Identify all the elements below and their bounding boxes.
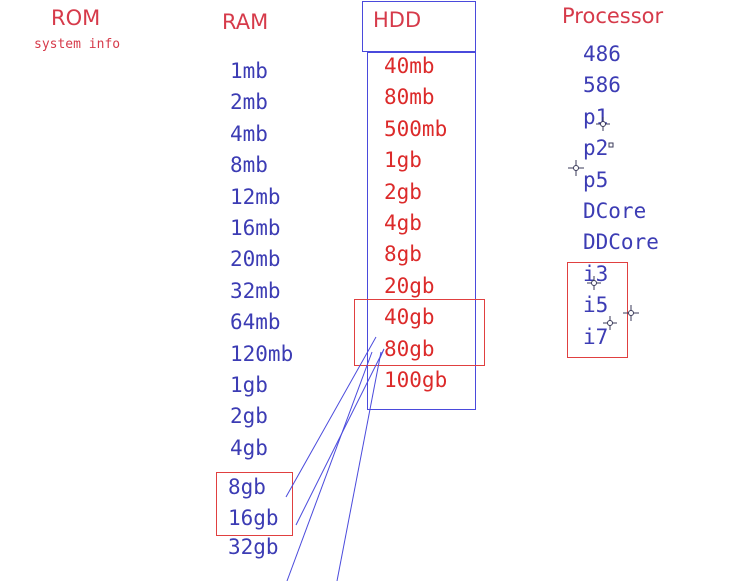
processor-item: i3 — [583, 261, 609, 286]
ram-item: 2mb — [230, 90, 268, 115]
hdd-selection-box — [354, 299, 485, 366]
ram-header: RAM — [222, 10, 269, 34]
ram-item: 4mb — [230, 121, 268, 146]
processor-item: 486 — [583, 42, 621, 66]
ram-item: 32gb — [228, 534, 279, 559]
hdd-item: 1gb — [384, 148, 422, 173]
ram-list-continued: 8gb 16gb 32gb — [228, 475, 279, 568]
crosshair-cursor-icon — [568, 160, 584, 176]
ram-item: 1gb — [230, 372, 268, 397]
hdd-header-box — [362, 1, 476, 52]
arrow-stroke — [286, 351, 373, 581]
hdd-item: 40gb — [384, 305, 435, 330]
processor-item: DCore — [583, 198, 647, 223]
processor-item: i5 — [583, 293, 609, 318]
hdd-item: 500mb — [384, 116, 448, 141]
hdd-item: 40mb — [384, 54, 435, 78]
rom-subtitle: system info — [34, 37, 121, 52]
hdd-item: 2gb — [384, 179, 422, 204]
ram-item: 12mb — [230, 184, 281, 209]
processor-list: 486 586 p1 p2 p5 DCore DDCore i3 i5 i7 — [583, 42, 659, 358]
hdd-list: 40mb 80mb 500mb 1gb 2gb 4gb 8gb 20gb 40g… — [384, 54, 448, 401]
processor-item: 586 — [583, 73, 621, 98]
ram-item: 64mb — [230, 310, 281, 335]
ram-item: 32mb — [230, 278, 281, 303]
hdd-item: 100gb — [384, 367, 448, 392]
ram-item: 8mb — [230, 153, 268, 178]
hdd-item: 80gb — [384, 336, 435, 361]
ram-item: 8gb — [228, 475, 266, 499]
ram-item: 2gb — [230, 404, 268, 429]
ram-list: 1mb 2mb 4mb 8mb 12mb 16mb 20mb 32mb 64mb… — [230, 59, 294, 469]
hdd-header: HDD — [373, 8, 422, 32]
ram-item: 16gb — [228, 506, 279, 531]
ram-item: 20mb — [230, 247, 281, 272]
hdd-item: 4gb — [384, 210, 422, 235]
hdd-item: 80mb — [384, 85, 435, 110]
hdd-item: 20gb — [384, 273, 435, 298]
processor-item: i7 — [583, 324, 609, 349]
ram-item: 120mb — [230, 341, 294, 366]
hdd-item: 8gb — [384, 242, 422, 267]
ram-item: 4gb — [230, 435, 268, 460]
processor-header: Processor — [562, 4, 664, 28]
rom-header: ROM — [51, 6, 101, 30]
ram-item: 1mb — [230, 59, 268, 83]
ram-item: 16mb — [230, 215, 281, 240]
processor-item: p5 — [583, 167, 609, 192]
processor-item: p2 — [583, 136, 609, 161]
processor-item: DDCore — [583, 230, 659, 255]
processor-item: p1 — [583, 104, 609, 129]
processor-selection-box — [567, 262, 628, 358]
hdd-list-box — [367, 52, 476, 410]
